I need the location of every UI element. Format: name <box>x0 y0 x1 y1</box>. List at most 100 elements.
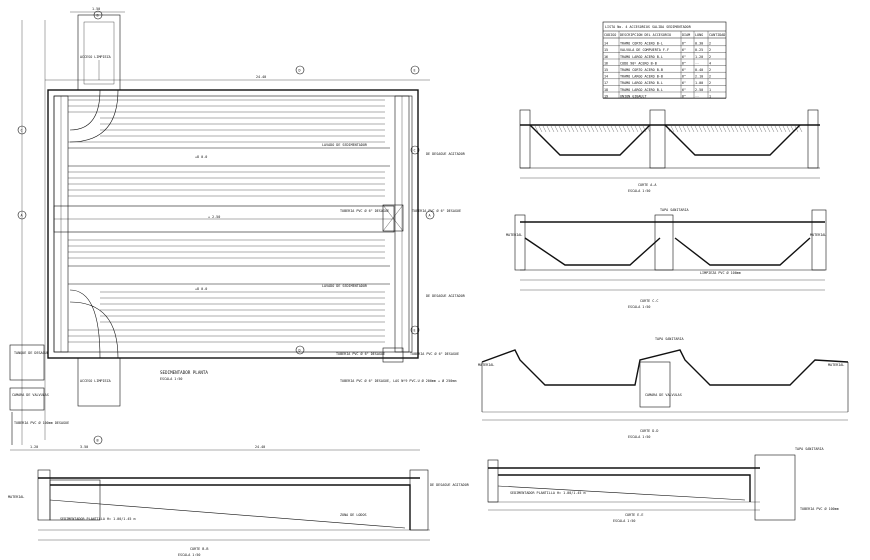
hatch-line <box>578 125 583 133</box>
section-aa: CORTE A-A ESCALA 1:50 <box>519 109 820 193</box>
svg-text:B: B <box>97 439 99 443</box>
valve-chamber <box>9 387 45 411</box>
marker-e-bottom <box>410 325 420 335</box>
hatch-line <box>674 125 679 133</box>
section-cc-pipe: LIMPIEZA PVC Ø 100mm <box>700 270 741 275</box>
section-cc-title: CORTE C-C <box>640 299 658 303</box>
hatch-line <box>642 125 647 133</box>
section-ee-top: TAPA SANITARIA <box>795 447 824 451</box>
tank-outer-wall <box>47 89 419 359</box>
hatch-line <box>778 125 783 133</box>
pipe-note: TUBERIA PVC Ø 6" DESAGUE, LAS Nº9 PVC-U … <box>340 378 456 383</box>
section-bb-zone: ZONA DE LODOS <box>340 513 367 517</box>
section-dd-left: MATERIAL <box>478 363 494 367</box>
hatch-line <box>630 125 635 133</box>
svg-text:E: E <box>414 69 416 73</box>
hatch-line <box>634 125 639 133</box>
hatch-line <box>774 125 779 133</box>
hatch-line <box>718 125 723 133</box>
marker-c-left <box>17 125 27 135</box>
table-cell: 6" <box>682 88 686 92</box>
hatch-line <box>722 125 727 133</box>
section-dd: MATERIAL MATERIAL CAMARA DE VALVULAS TAP… <box>478 337 849 439</box>
bottom-pipe-label: TUBERIA PVC Ø 100mm DESAGUE <box>14 420 69 425</box>
hatch-line <box>694 125 699 133</box>
section-cc-scale: ESCALA 1:50 <box>628 305 650 309</box>
bottom-access-shaft <box>77 357 121 407</box>
plan-dim-total: 24.40 <box>255 445 265 449</box>
table-cell: 2 <box>709 55 711 59</box>
plan-dim-top: 24.40 <box>256 75 266 79</box>
table-cell: TRAMO CORTO ACERO B-L <box>620 42 663 46</box>
section-cc-right: MATERIAL <box>810 233 826 237</box>
section-ee-scale: ESCALA 1:50 <box>613 519 635 523</box>
hatch-line <box>710 125 715 133</box>
hatch-line <box>538 125 543 133</box>
drain-top-label: DE DESAGUE AGITADOR <box>426 152 466 156</box>
hatch-line <box>706 125 711 133</box>
hatch-line <box>678 125 683 133</box>
table-cell: UNION GIBAULT <box>620 94 647 98</box>
drain-bottom-label: DE DESAGUE AGITADOR <box>426 294 466 298</box>
svg-text:B: B <box>97 14 99 18</box>
hatch-line <box>730 125 735 133</box>
section-ee: SEDIMENTADOR PLANTILLA H= 1.00/1.45 m TA… <box>487 447 839 523</box>
hatch-line <box>614 125 619 133</box>
table-cell: 14 <box>604 42 608 46</box>
accessories-table: LISTA No. 4 ACCESORIOS SALIDA SEDIMENTAD… <box>602 21 727 99</box>
section-cc-top: TAPA SANITARIA <box>660 208 689 212</box>
hatch-line <box>582 125 587 133</box>
access-top-label: ACCESO LIMPIEZA <box>80 55 111 59</box>
hatch-line <box>750 125 755 133</box>
section-dd-mid: CAMARA DE VALVULAS <box>645 393 682 397</box>
access-bottom-label: ACCESO LIMPIEZA <box>80 379 111 383</box>
svg-text:C: C <box>21 129 23 133</box>
hatch-line <box>558 125 563 133</box>
section-aa-scale: ESCALA 1:50 <box>628 189 650 193</box>
table-cell: 16 <box>604 55 608 59</box>
pipe-label-4: TUBERIA PVC Ø 6" DESAGUE <box>410 351 459 356</box>
marker-c-right <box>410 145 420 155</box>
section-ee-pipe: TUBERIA PVC Ø 100mm <box>800 506 839 511</box>
pipe-label-3: TUBERIA PVC Ø 6" DESAGUE <box>336 351 385 356</box>
section-bb-floor: SEDIMENTADOR PLANTILLA H= 1.00/1.45 m <box>60 517 136 521</box>
section-dd-scale: ESCALA 1:50 <box>628 435 650 439</box>
valve-box-top <box>382 204 404 232</box>
hatch-line <box>606 125 611 133</box>
table-cell: 2.50 <box>695 88 703 92</box>
table-cell: 14 <box>604 75 608 79</box>
svg-text:D: D <box>299 349 301 353</box>
marker-d-top <box>295 65 305 75</box>
svg-text:A: A <box>21 214 23 218</box>
table-cell: CODO 90º ACERO B-B <box>620 61 657 65</box>
marker-a-left <box>17 210 27 220</box>
side-box-label: TANQUE DE DESAGUE <box>14 351 49 355</box>
plan-level-b: +8 0.0 <box>195 287 207 291</box>
marker-a-right <box>425 210 435 220</box>
plan-title: SEDIMENTADOR PLANTA <box>160 370 208 375</box>
hatch-line <box>554 125 559 133</box>
table-cell: TRAMO LARGO ACERO B-L <box>620 81 663 85</box>
hatch-line <box>770 125 775 133</box>
table-cell: 6" <box>682 42 686 46</box>
table-cell: TRAMO LARGO ACERO B-L <box>620 88 663 92</box>
marker-d-bottom <box>295 345 305 355</box>
table-cell: 15 <box>604 68 608 72</box>
hatch-line <box>666 125 671 133</box>
table-cell: 1 <box>709 94 711 98</box>
valve-chamber-label: CAMARA DE VALVULAS <box>12 393 49 397</box>
table-cell: 6" <box>682 55 686 59</box>
hatch-line <box>590 125 595 133</box>
marker-e-top <box>410 65 420 75</box>
hatch-line <box>566 125 571 133</box>
hatch-line <box>542 125 547 133</box>
section-bb-title: CORTE B-B <box>190 547 208 551</box>
table-cell: 19 <box>604 94 608 98</box>
hatch-line <box>738 125 743 133</box>
center-marker: + 2.50 <box>208 215 220 219</box>
hatch-line <box>754 125 759 133</box>
table-h4: CANTIDAD <box>709 33 725 37</box>
hatch-line <box>622 125 627 133</box>
table-cell: -- <box>695 61 699 65</box>
